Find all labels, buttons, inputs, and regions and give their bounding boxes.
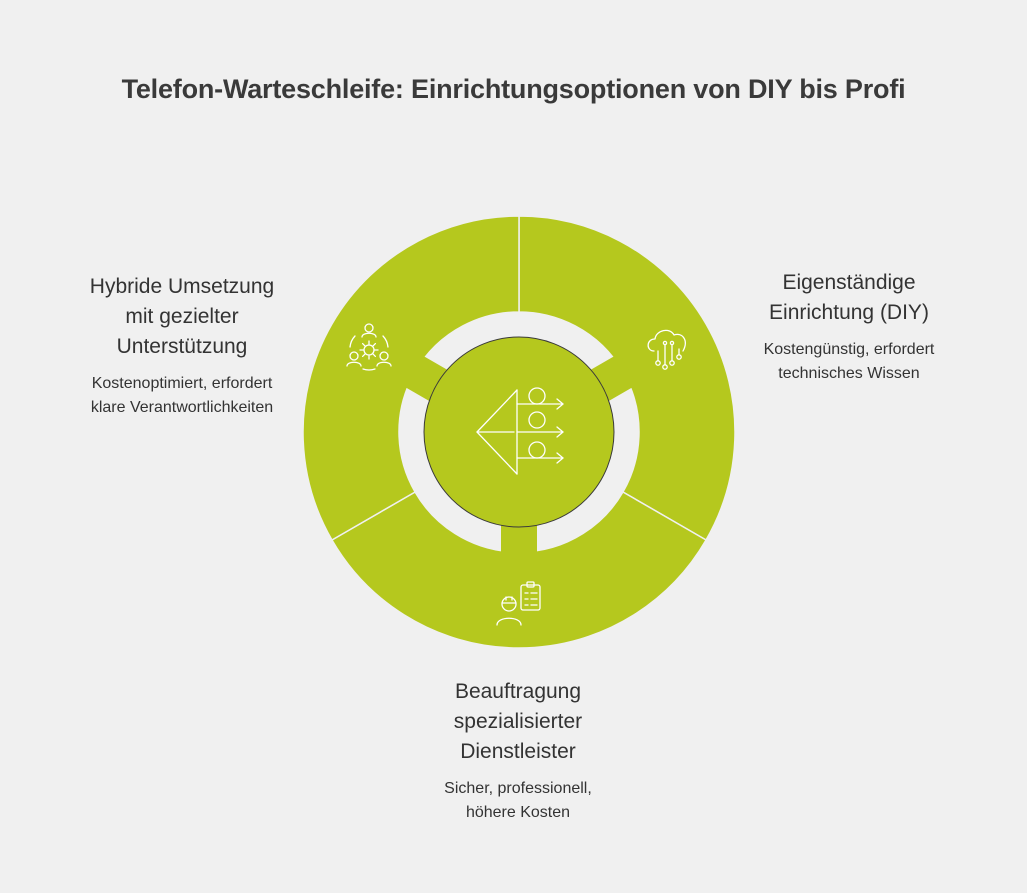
option-professional-heading-line: spezialisierter bbox=[453, 710, 583, 733]
cloud-network-icon bbox=[647, 329, 686, 370]
option-professional-heading-line: Dienstleister bbox=[460, 740, 576, 763]
option-diy-heading-line: Eigenständige bbox=[782, 271, 916, 294]
worker-clipboard-icon bbox=[496, 581, 541, 626]
option-diy-heading: Eigenständige Einrichtung (DIY) bbox=[734, 268, 964, 328]
option-hybrid: Hybride Umsetzung mit gezielter Unterstü… bbox=[62, 272, 302, 420]
option-diy-description-line: technisches Wissen bbox=[778, 365, 920, 382]
option-professional-description-line: Sicher, professionell, bbox=[444, 780, 592, 797]
decision-branches-icon bbox=[476, 387, 564, 475]
option-professional-heading-line: Beauftragung bbox=[454, 680, 582, 703]
option-hybrid-description-line: klare Verantwortlichkeiten bbox=[90, 399, 274, 416]
option-diy: Eigenständige Einrichtung (DIY) Kostengü… bbox=[734, 268, 964, 386]
option-hybrid-description-line: Kostenoptimiert, erfordert bbox=[91, 375, 273, 392]
option-hybrid-heading-line: mit gezielter bbox=[125, 305, 239, 328]
option-professional-heading: Beauftragung spezialisierter Dienstleist… bbox=[418, 677, 618, 767]
option-hybrid-heading-line: Unterstützung bbox=[116, 335, 248, 358]
option-professional: Beauftragung spezialisierter Dienstleist… bbox=[418, 677, 618, 825]
option-diy-description: Kostengünstig, erfordert technisches Wis… bbox=[734, 338, 964, 386]
option-professional-description-line: höhere Kosten bbox=[465, 804, 571, 821]
option-hybrid-heading-line: Hybride Umsetzung bbox=[89, 275, 275, 298]
option-diy-description-line: Kostengünstig, erfordert bbox=[763, 341, 935, 358]
option-hybrid-heading: Hybride Umsetzung mit gezielter Unterstü… bbox=[62, 272, 302, 362]
option-hybrid-description: Kostenoptimiert, erfordert klare Verantw… bbox=[62, 372, 302, 420]
team-gear-icon bbox=[346, 323, 392, 371]
page-title: Telefon-Warteschleife: Einrichtungsoptio… bbox=[121, 74, 906, 104]
option-diy-heading-line: Einrichtung (DIY) bbox=[769, 301, 929, 324]
ring-segment-professional bbox=[330, 490, 708, 649]
option-professional-description: Sicher, professionell, höhere Kosten bbox=[418, 777, 618, 825]
